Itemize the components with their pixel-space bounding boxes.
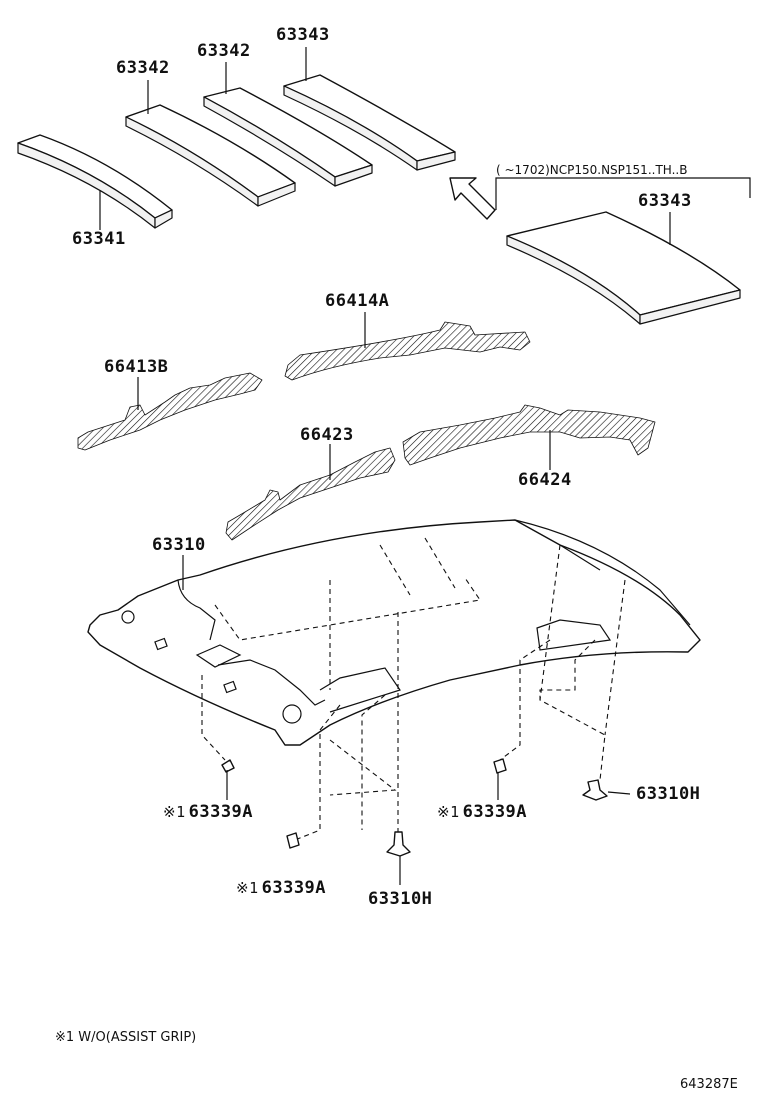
- pad-63342-left: [125, 104, 296, 207]
- part-number: 63339A: [462, 802, 528, 822]
- clip-leaders: [201, 544, 626, 841]
- pad-63343-alt: [506, 211, 741, 325]
- bracket-66413b: [77, 372, 263, 451]
- pad-63343-top: [283, 74, 456, 171]
- label-63342-left: 63342: [116, 58, 170, 78]
- pad-63342-right: [203, 87, 373, 187]
- label-63343-top: 63343: [276, 25, 330, 45]
- clip-icon: [221, 759, 235, 773]
- label-63310h-right: 63310H: [636, 784, 701, 804]
- label-63342-right: 63342: [197, 41, 251, 61]
- label-63343-alt: 63343: [638, 191, 692, 211]
- diagram-code: 643287E: [680, 1077, 738, 1092]
- clip-icon: [493, 758, 507, 774]
- label-66424: 66424: [518, 470, 572, 490]
- part-number: 63339A: [261, 878, 327, 898]
- bracket-66424: [402, 404, 656, 466]
- label-63310h-center: 63310H: [368, 889, 433, 909]
- condition-note: ( ~1702)NCP150.NSP151..TH..B: [496, 163, 688, 177]
- label-66414a: 66414A: [325, 291, 390, 311]
- pin-icon: [386, 831, 411, 857]
- headliner-63310: [87, 519, 701, 746]
- arrow-icon: [449, 177, 496, 220]
- footnote: ※1 W/O(ASSIST GRIP): [55, 1030, 197, 1045]
- clip-icon: [286, 832, 300, 849]
- bracket-66423: [225, 447, 396, 541]
- pad-63341: [17, 134, 173, 229]
- condition-bracket: [495, 177, 751, 210]
- label-63341: 63341: [72, 229, 126, 249]
- bracket-66414a: [284, 321, 531, 381]
- pin-icon: [582, 779, 608, 801]
- mark-symbol: ※1: [236, 879, 259, 897]
- label-66413b: 66413B: [104, 357, 169, 377]
- label-leaders: [99, 47, 671, 885]
- mark-symbol: ※1: [163, 803, 186, 821]
- label-63310: 63310: [152, 535, 206, 555]
- part-number: 63339A: [188, 802, 254, 822]
- label-66423: 66423: [300, 425, 354, 445]
- mark-symbol: ※1: [437, 803, 460, 821]
